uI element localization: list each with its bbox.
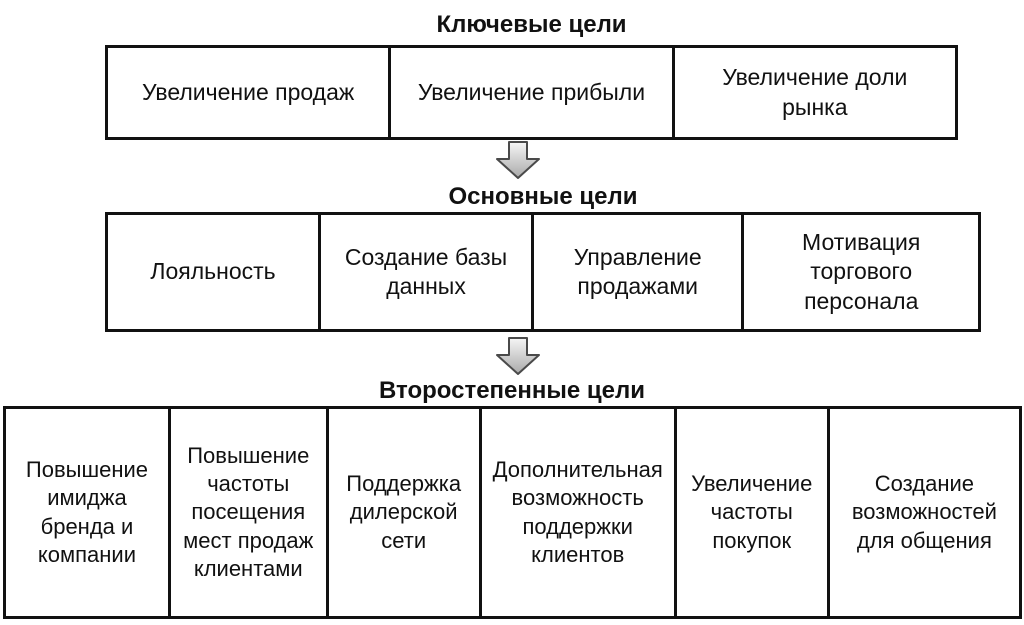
goal-box-label: Увеличение доли рынка	[722, 64, 908, 120]
level-title-main-goals: Основные цели	[448, 183, 638, 210]
goal-box: Поддержка дилерской сети	[329, 409, 482, 616]
secondary-goals-row: Повышение имиджа бренда и компании Повыше…	[3, 406, 1022, 619]
goal-box: Увеличение частоты покупок	[677, 409, 830, 616]
goal-box: Дополнительная возможность поддержки кли…	[482, 409, 677, 616]
goal-box: Лояльность	[108, 215, 322, 329]
goal-box: Увеличение доли рынка	[675, 48, 955, 137]
down-arrow-icon	[496, 337, 540, 375]
goal-box: Создание возможностей для общения	[830, 409, 1019, 616]
goal-box: Управление продажами	[534, 215, 745, 329]
main-goals-row: Лояльность Создание базы данных Управление…	[105, 212, 981, 332]
level-title-secondary-goals: Второстепенные цели	[378, 377, 645, 404]
goal-box-label: Повышение частоты посещения мест продаж …	[183, 443, 314, 581]
level-title-key-goals: Ключевые цели	[436, 11, 627, 38]
goal-box: Создание базы данных	[321, 215, 535, 329]
goal-box-label: Создание базы данных	[344, 243, 508, 299]
goal-box-label: Увеличение продаж	[142, 78, 355, 105]
goal-box: Повышение частоты посещения мест продаж …	[171, 409, 329, 616]
goal-box-label: Увеличение прибыли	[417, 78, 646, 105]
goal-box-label: Мотивация торгового персонала	[802, 228, 921, 314]
down-arrow-shape	[496, 337, 540, 375]
goal-box: Повышение имиджа бренда и компании	[6, 409, 171, 616]
goal-box: Мотивация торгового персонала	[744, 215, 978, 329]
goal-box-label: Дополнительная возможность поддержки кли…	[492, 457, 663, 567]
goal-box-label: Повышение имиджа бренда и компании	[25, 457, 149, 567]
goal-box-label: Увеличение частоты покупок	[691, 471, 813, 553]
down-arrow-icon	[496, 141, 540, 179]
goal-box-label: Управление продажами	[573, 243, 702, 299]
key-goals-row: Увеличение продаж Увеличение прибыли Увели…	[105, 45, 958, 140]
goal-box-label: Лояльность	[150, 258, 276, 285]
goal-box-label: Поддержка дилерской сети	[346, 471, 462, 553]
down-arrow-shape	[496, 141, 540, 179]
goal-box: Увеличение прибыли	[391, 48, 675, 137]
goal-box: Увеличение продаж	[108, 48, 392, 137]
goal-box-label: Создание возможностей для общения	[851, 471, 997, 553]
